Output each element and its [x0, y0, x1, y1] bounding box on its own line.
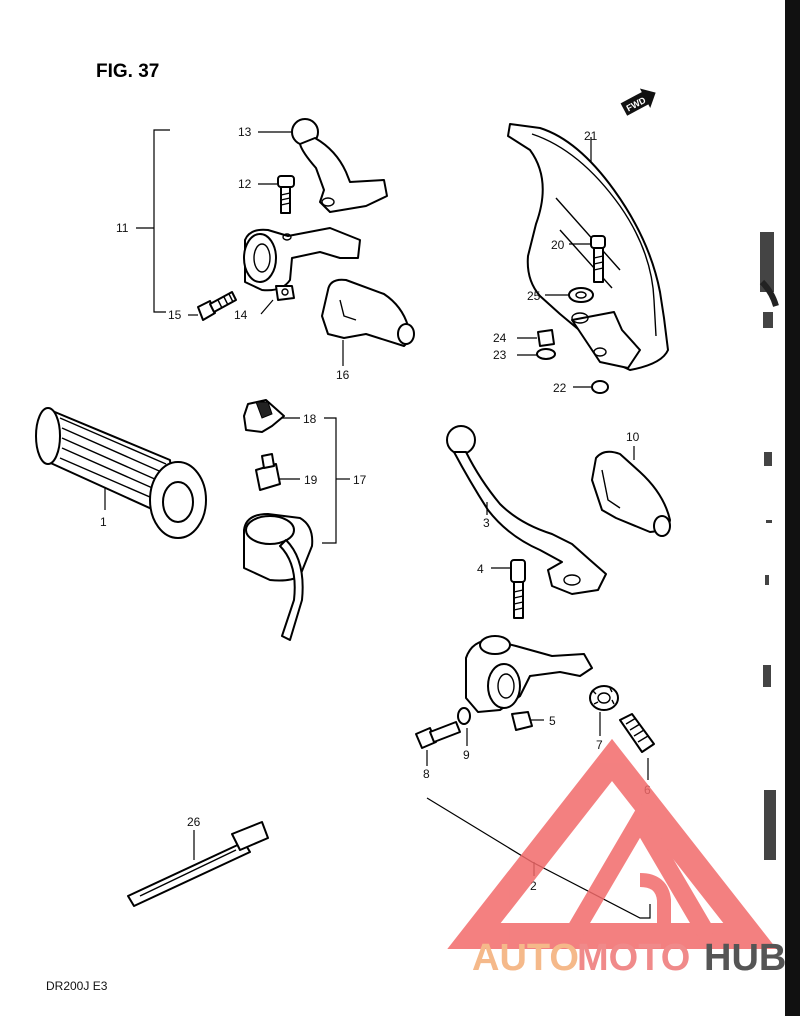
watermark-text-hub: HUB: [704, 937, 786, 979]
cover-16-part: [321, 278, 415, 347]
label-4: 4: [477, 562, 484, 576]
watermark-text: AUTO MOTO HUB: [472, 937, 786, 979]
nut-24-part: [537, 329, 555, 347]
bolt-8-part: [415, 721, 461, 749]
label-3: 3: [483, 516, 490, 530]
label-20: 20: [551, 238, 565, 252]
label-18: 18: [303, 412, 317, 426]
bracket-11: [153, 129, 170, 313]
washer-25-part: [568, 287, 594, 303]
label-7: 7: [596, 738, 603, 752]
bolt-12-part: [277, 175, 295, 214]
label-5: 5: [549, 714, 556, 728]
cable-tie-26-part: [127, 821, 269, 907]
label-1: 1: [100, 515, 107, 529]
adjuster-bolt-6-part: [619, 713, 655, 753]
model-code: DR200J E3: [46, 979, 108, 993]
screw-15-part: [197, 291, 237, 321]
fwd-arrow-icon: FWD: [620, 88, 656, 116]
nut-5-part: [511, 711, 533, 731]
figure-title: FIG. 37: [96, 61, 159, 82]
label-21: 21: [584, 129, 598, 143]
scan-edge-artifacts: [759, 232, 779, 860]
clip-19-part: [255, 453, 281, 491]
label-17: 17: [353, 473, 367, 487]
label-12: 12: [238, 177, 252, 191]
watermark-logo-icon: [447, 738, 777, 949]
grip-1-part: [35, 407, 207, 539]
lever-holder-11-part: [243, 227, 361, 292]
label-25: 25: [527, 289, 541, 303]
label-26: 26: [187, 815, 201, 829]
bracket-2: [426, 797, 651, 919]
hand-guard-21-part: [507, 123, 669, 371]
bolt-20-part: [590, 235, 606, 283]
scan-border-right: [785, 0, 800, 1016]
label-2: 2: [530, 879, 537, 893]
switch-housing-part: [243, 513, 314, 641]
label-13: 13: [238, 125, 252, 139]
watermark-text-auto: AUTO: [472, 937, 579, 979]
lever-3-part: [446, 425, 607, 595]
label-9: 9: [463, 748, 470, 762]
label-23: 23: [493, 348, 507, 362]
washer-9-part: [457, 707, 471, 725]
washer-23-part: [536, 348, 556, 360]
label-16: 16: [336, 368, 350, 382]
label-11: 11: [116, 221, 129, 235]
label-15: 15: [168, 308, 182, 322]
lever-holder-2-part: [465, 635, 593, 713]
label-19: 19: [304, 473, 318, 487]
label-22: 22: [553, 381, 567, 395]
watermark-text-moto: MOTO: [577, 937, 690, 979]
bracket-17: [322, 417, 337, 544]
label-10: 10: [626, 430, 640, 444]
lever-13-part: [291, 118, 388, 213]
cover-10-part: [591, 450, 671, 537]
label-8: 8: [423, 767, 430, 781]
bolt-4-part: [510, 559, 526, 619]
nut-22-part: [591, 380, 609, 394]
label-24: 24: [493, 331, 507, 345]
nut-14-part: [275, 285, 295, 301]
label-14: 14: [234, 308, 248, 322]
adjuster-nut-7-part: [589, 685, 619, 711]
clamp-18-part: [243, 399, 285, 433]
